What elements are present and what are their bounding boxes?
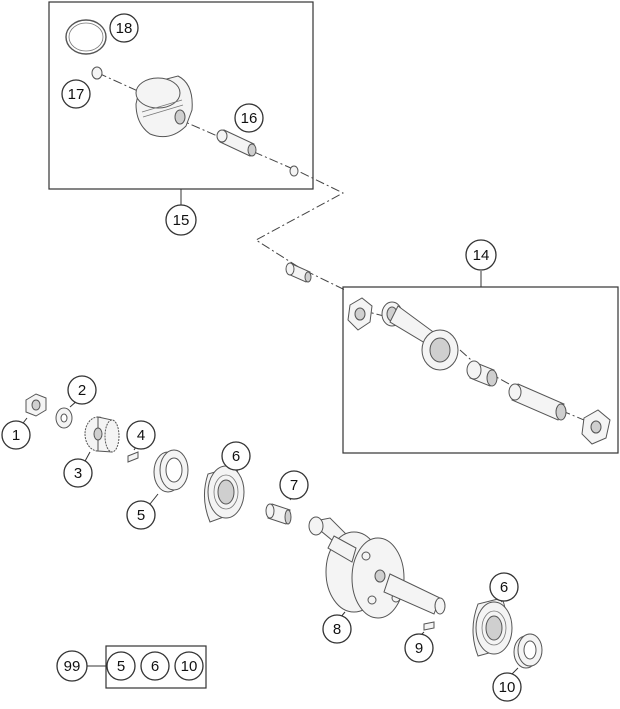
callout-18-circle xyxy=(109,13,139,43)
callout-8-circle xyxy=(322,614,352,644)
callout-3: 3 xyxy=(63,458,93,488)
piston-pin xyxy=(216,129,257,157)
callout-layer: 1 2 3 4 5 6 7 8 9 6 10 14 15 16 17 18 99 5 6 10 xyxy=(1,13,522,702)
drive-gear xyxy=(83,416,120,464)
callout-6a-label: 6 xyxy=(232,448,240,465)
needle-bearing xyxy=(265,495,293,525)
callout-10-circle xyxy=(492,672,522,702)
callout-2-circle xyxy=(67,375,97,405)
main-bearing-right xyxy=(472,597,513,657)
callout-16: 16 xyxy=(234,103,264,133)
callout-6a: 6 xyxy=(221,441,251,471)
callout-16-circle xyxy=(234,103,264,133)
kit-frame xyxy=(105,645,207,689)
kit-item-callout: 5 xyxy=(106,651,136,681)
callout-5-label: 5 xyxy=(137,507,145,524)
callout-4-circle xyxy=(126,420,156,450)
callout-8: 8 xyxy=(322,614,352,644)
callout-5: 5 xyxy=(126,500,156,530)
callout-14: 14 xyxy=(465,239,497,271)
kit-callout: 99 xyxy=(56,650,88,682)
callout-6b-circle xyxy=(489,572,519,602)
callout-17-label: 17 xyxy=(68,86,85,103)
callout-15-circle xyxy=(165,204,197,236)
callout-2: 2 xyxy=(67,375,97,405)
assembly-axis-line xyxy=(97,72,346,291)
kit-item-callout-circle xyxy=(140,651,170,681)
callout-6b: 6 xyxy=(489,572,519,602)
callout-1-circle xyxy=(1,420,31,450)
kit-item-callout-label: 10 xyxy=(181,658,198,675)
callout-10: 10 xyxy=(492,672,522,702)
piston-ring xyxy=(65,19,107,55)
main-bearing-left xyxy=(204,465,245,523)
kit-item-callout: 6 xyxy=(140,651,170,681)
callout-10-label: 10 xyxy=(499,679,516,696)
thrust-washer-right xyxy=(581,409,611,445)
callout-6a-circle xyxy=(221,441,251,471)
callout-3-circle xyxy=(63,458,93,488)
callout-14-circle xyxy=(465,239,497,271)
callout-9-circle xyxy=(404,633,434,663)
callout-2-label: 2 xyxy=(78,382,86,399)
callout-3-label: 3 xyxy=(74,465,82,482)
kit-item-callout-label: 6 xyxy=(151,658,159,675)
callout-18: 18 xyxy=(109,13,139,43)
callout-6b-label: 6 xyxy=(500,579,508,596)
callout-17-circle xyxy=(61,79,91,109)
callout-1: 1 xyxy=(1,420,31,450)
callout-9: 9 xyxy=(404,633,434,663)
piston-pin-circlip-right xyxy=(289,165,299,177)
callout-16-label: 16 xyxy=(241,110,258,127)
callout-7-label: 7 xyxy=(290,477,298,494)
callout-1-label: 1 xyxy=(12,427,20,444)
callout-17: 17 xyxy=(61,79,91,109)
kit-reference xyxy=(87,645,207,689)
callout-8-label: 8 xyxy=(333,621,341,638)
callout-4-label: 4 xyxy=(137,427,145,444)
callout-18-label: 18 xyxy=(116,20,133,37)
kit-item-callout-label: 5 xyxy=(117,658,125,675)
connecting-rod xyxy=(381,301,459,371)
callout-14-label: 14 xyxy=(473,247,490,264)
crank-pin xyxy=(508,383,567,421)
piston-ring-inner xyxy=(68,22,104,52)
callout-7: 7 xyxy=(279,470,309,500)
crankshaft xyxy=(308,516,446,619)
kit-item-callout-circle xyxy=(174,651,204,681)
seal-ring xyxy=(511,633,543,675)
callout-4: 4 xyxy=(126,420,156,450)
kit-callout-label: 99 xyxy=(64,658,81,675)
callout-5-circle xyxy=(126,500,156,530)
kit-item-callout-circle xyxy=(106,651,136,681)
kit-item-callout: 10 xyxy=(174,651,204,681)
big-end-bearing xyxy=(466,360,498,387)
piston xyxy=(135,75,193,138)
piston-kit-group xyxy=(48,1,346,291)
washer xyxy=(55,399,79,429)
connecting-rod-group xyxy=(342,271,619,454)
callout-9-label: 9 xyxy=(415,640,423,657)
thrust-washer-left xyxy=(347,297,373,331)
callout-15-label: 15 xyxy=(173,212,190,229)
piston-pin-circlip xyxy=(91,66,103,80)
callout-7-circle xyxy=(279,470,309,500)
kit-callout-circle xyxy=(56,650,88,682)
shaft-seal xyxy=(149,449,189,505)
small-end-bearing xyxy=(285,262,312,283)
callout-15: 15 xyxy=(165,204,197,236)
nut xyxy=(19,393,47,428)
